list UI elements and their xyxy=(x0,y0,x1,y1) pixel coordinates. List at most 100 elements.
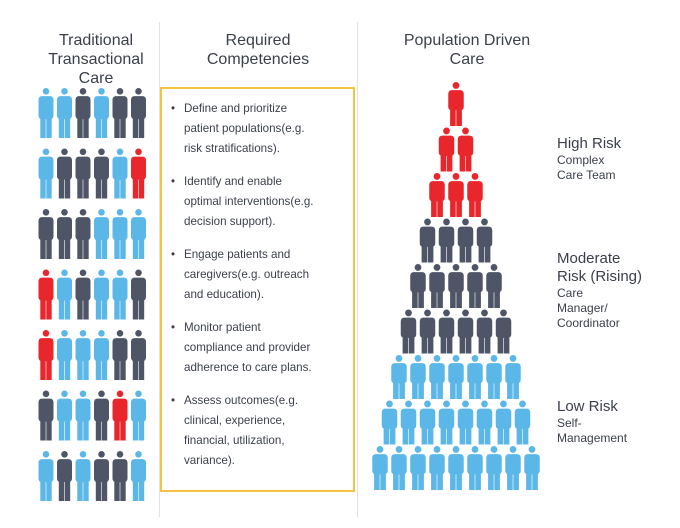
competency-line: compliance and provider xyxy=(184,341,311,354)
person-icon xyxy=(467,446,483,490)
person-icon xyxy=(438,127,455,172)
person-icon xyxy=(448,355,464,399)
person-icon xyxy=(57,330,72,380)
person-icon xyxy=(400,309,417,354)
person-icon xyxy=(75,209,91,259)
person-icon xyxy=(476,218,493,263)
competency-line: Define and prioritize xyxy=(184,102,288,115)
header-line: Care xyxy=(449,51,485,68)
competency-line: optimal interventions(e.g. xyxy=(184,195,314,208)
person-icon xyxy=(429,173,445,217)
person-icon xyxy=(75,451,91,501)
person-icon xyxy=(505,446,521,490)
person-icon xyxy=(448,173,464,217)
person-icon xyxy=(94,330,109,380)
person-icon xyxy=(131,330,146,380)
person-icon xyxy=(372,446,388,490)
competency-item: • Define and prioritize patient populati… xyxy=(171,99,351,159)
person-icon xyxy=(410,446,426,490)
person-icon xyxy=(467,355,483,399)
person-icon xyxy=(448,264,464,308)
column-divider-right xyxy=(357,22,358,517)
person-icon xyxy=(38,451,54,501)
risk-subtitle: Management xyxy=(557,431,628,445)
person-icon xyxy=(112,209,128,259)
person-icon xyxy=(75,88,91,138)
person-icon xyxy=(94,269,109,320)
person-icon xyxy=(57,269,72,320)
competency-item: • Identify and enable optimal interventi… xyxy=(171,172,351,232)
person-icon xyxy=(505,355,521,399)
header-traditional-care: Traditional Transactional Care xyxy=(36,31,156,88)
competency-line: adherence to care plans. xyxy=(184,361,312,374)
person-icon xyxy=(400,400,417,445)
person-icon xyxy=(112,451,128,501)
header-line: Care xyxy=(78,70,114,87)
person-icon xyxy=(429,264,445,308)
person-icon xyxy=(486,355,502,399)
person-icon xyxy=(38,330,54,380)
person-icon xyxy=(112,330,128,380)
competency-line: clinical, experience, xyxy=(184,414,286,427)
person-icon xyxy=(131,88,146,138)
person-icon xyxy=(112,390,128,441)
risk-level-low: Low Risk Self- Management xyxy=(557,398,627,446)
person-icon xyxy=(57,88,72,138)
person-icon xyxy=(75,390,91,441)
competency-item: • Monitor patient compliance and provide… xyxy=(171,318,351,378)
bullet-icon: • xyxy=(171,321,176,334)
person-icon xyxy=(57,390,72,441)
person-icon xyxy=(112,148,128,199)
person-icon xyxy=(94,390,109,441)
risk-title: Moderate xyxy=(557,250,621,267)
header-line: Competencies xyxy=(206,51,310,68)
person-icon xyxy=(38,209,54,259)
person-icon xyxy=(438,218,455,263)
risk-title: Risk (Rising) xyxy=(557,268,643,285)
competency-item: • Engage patients and caregivers(e.g. ou… xyxy=(171,245,351,305)
person-icon xyxy=(457,218,474,263)
person-icon xyxy=(112,88,128,138)
person-icon xyxy=(131,269,146,320)
person-icon xyxy=(57,209,72,259)
header-population-driven-care: Population Driven Care xyxy=(387,31,547,69)
bullet-icon: • xyxy=(171,394,176,407)
person-icon xyxy=(57,148,72,199)
competency-item: • Assess outcomes(e.g. clinical, experie… xyxy=(171,391,351,471)
header-line: Transactional xyxy=(48,51,144,68)
competencies-list: • Define and prioritize patient populati… xyxy=(171,99,351,484)
risk-subtitle: Care xyxy=(557,286,584,300)
competency-line: risk stratifications). xyxy=(184,142,280,155)
competency-line: caregivers(e.g. outreach xyxy=(184,268,310,281)
risk-title: Low Risk xyxy=(557,398,618,415)
person-icon xyxy=(419,218,436,263)
person-icon xyxy=(476,400,493,445)
person-icon xyxy=(38,269,54,320)
person-icon xyxy=(131,148,146,199)
person-icon xyxy=(38,88,54,138)
competency-line: decision support). xyxy=(184,215,276,228)
person-icon xyxy=(429,355,445,399)
person-icon xyxy=(131,209,146,259)
header-line: Required xyxy=(225,32,291,49)
competency-line: Assess outcomes(e.g. xyxy=(184,394,299,407)
competencies-box xyxy=(160,87,355,492)
person-icon xyxy=(94,148,109,199)
person-icon xyxy=(75,269,91,320)
competency-line: and education). xyxy=(184,288,264,301)
bullet-icon: • xyxy=(171,102,176,115)
person-icon xyxy=(410,264,426,308)
risk-subtitle: Coordinator xyxy=(557,316,620,330)
person-icon xyxy=(131,451,146,501)
person-icon xyxy=(495,400,512,445)
risk-title: High Risk xyxy=(557,135,622,152)
person-icon xyxy=(38,148,54,199)
competency-line: variance). xyxy=(184,454,235,467)
bullet-icon: • xyxy=(171,175,176,188)
person-icon xyxy=(495,309,512,354)
risk-subtitle: Self- xyxy=(557,416,582,430)
person-icon xyxy=(448,82,464,126)
risk-subtitle: Manager/ xyxy=(557,301,608,315)
